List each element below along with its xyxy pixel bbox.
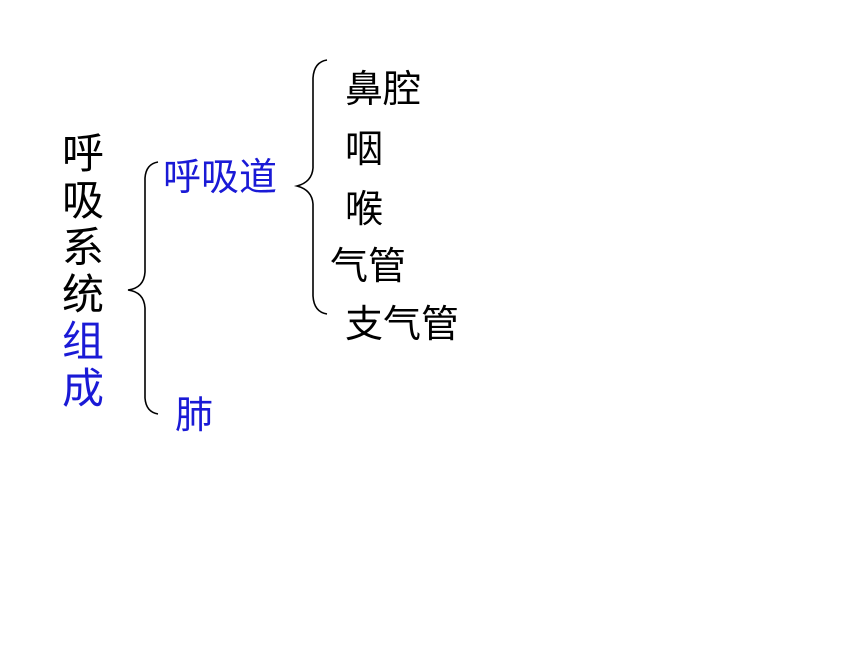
node-lung: 肺	[175, 393, 214, 437]
root-char: 统	[61, 270, 104, 319]
root-char: 成	[61, 364, 104, 413]
root-char: 组	[61, 317, 104, 366]
brace-level1	[127, 161, 159, 415]
node-airway: 呼吸道	[163, 155, 278, 199]
brace-level2	[293, 59, 328, 315]
node-larynx: 喉	[345, 187, 384, 231]
node-nasal-cavity: 鼻腔	[345, 67, 422, 111]
root-char: 吸	[61, 176, 104, 225]
node-trachea: 气管	[330, 244, 407, 288]
root-char: 系	[61, 223, 104, 272]
root-title: 呼 吸 系 统 组 成	[58, 130, 108, 412]
root-char: 呼	[61, 129, 104, 178]
node-pharynx: 咽	[345, 127, 384, 171]
node-bronchi: 支气管	[345, 302, 460, 346]
